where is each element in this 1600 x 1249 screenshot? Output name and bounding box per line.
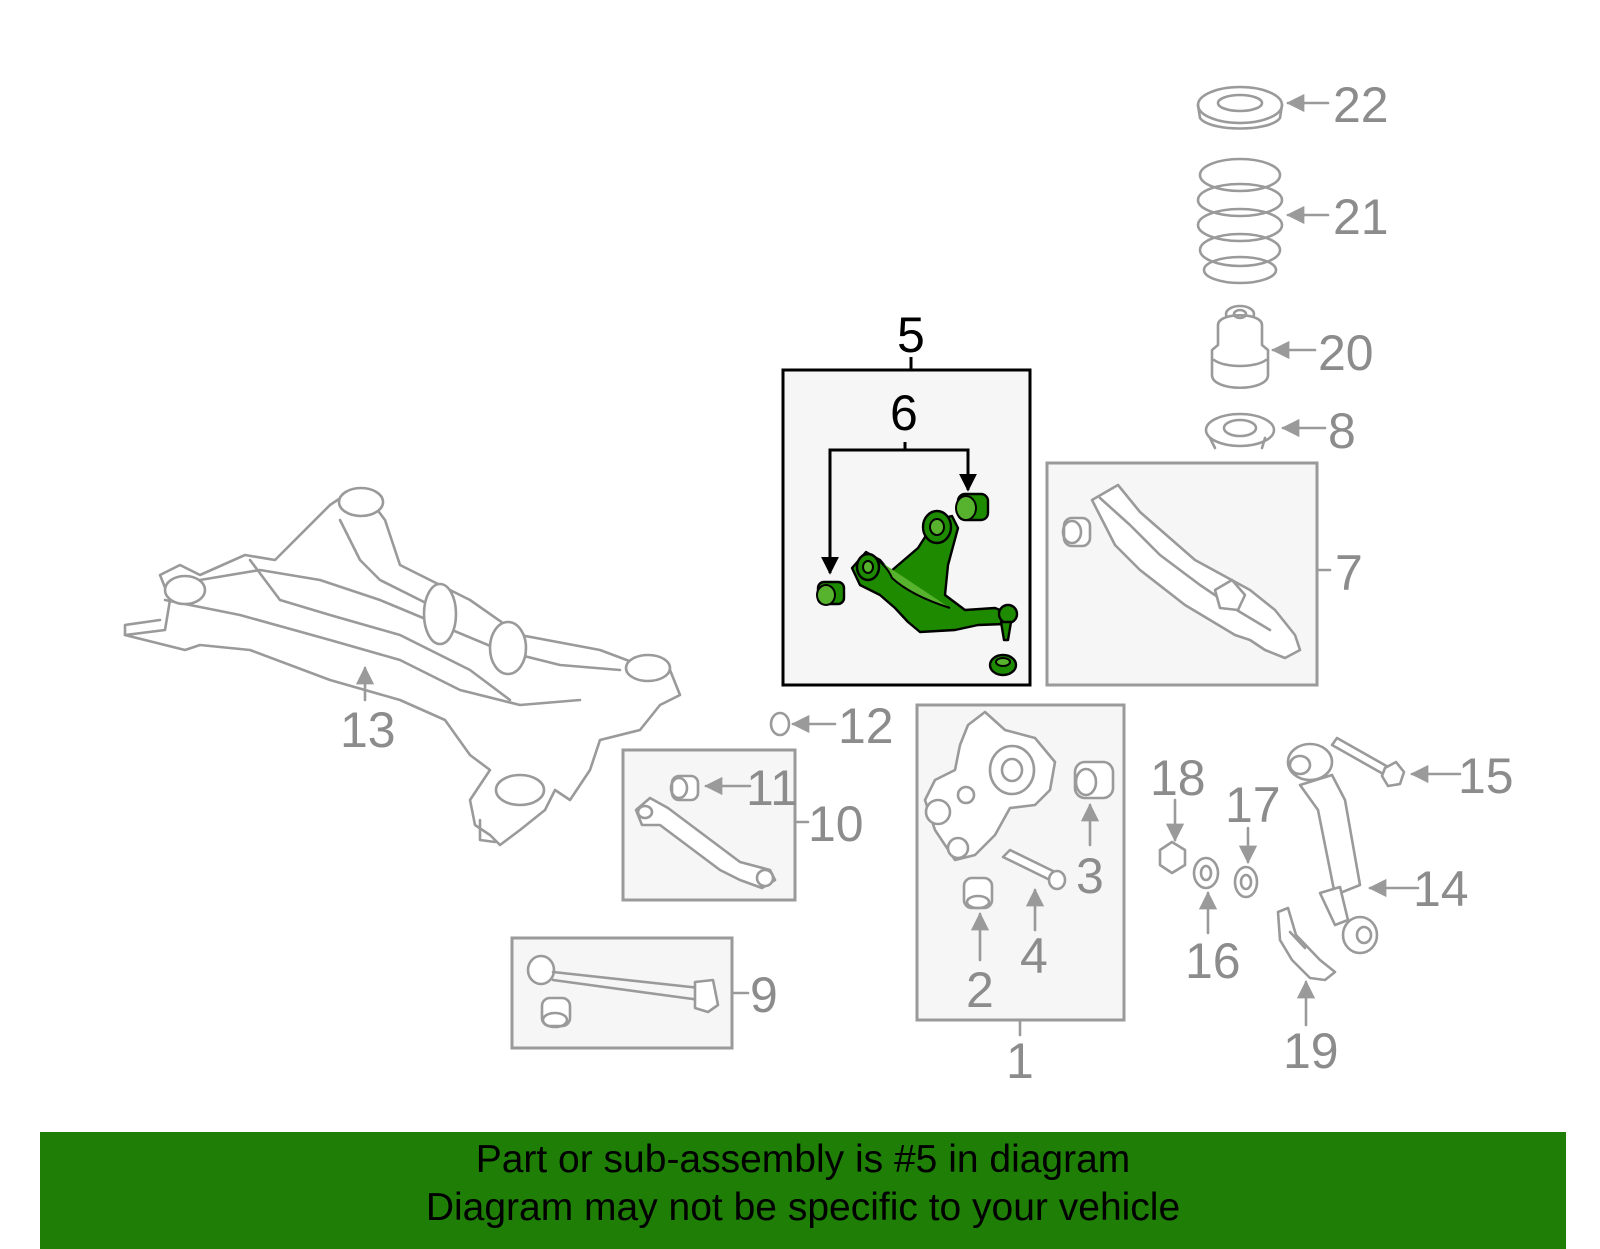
callout-18: 18: [1150, 750, 1206, 806]
bushing-6-right[interactable]: [955, 492, 990, 522]
shock-absorber-14[interactable]: 14: [1286, 742, 1469, 955]
callout-20: 20: [1318, 325, 1374, 381]
lower-arm-7[interactable]: 7: [1045, 461, 1363, 687]
banner-line-1: Part or sub-assembly is #5 in diagram: [475, 1138, 1131, 1181]
spring-seat-upper-22[interactable]: 22: [1196, 77, 1389, 133]
callout-5: 5: [897, 307, 925, 363]
subframe-13[interactable]: 13: [123, 486, 682, 847]
callout-19: 19: [1283, 1023, 1339, 1079]
callout-1: 1: [1006, 1033, 1034, 1089]
callout-11: 11: [746, 760, 798, 816]
callout-14: 14: [1413, 861, 1469, 917]
callout-2: 2: [966, 962, 994, 1018]
callout-6: 6: [890, 385, 918, 441]
bushing-6-left[interactable]: [816, 580, 846, 606]
control-arm-assembly-5[interactable]: 5 6: [781, 307, 1032, 687]
coil-spring-21[interactable]: 21: [1196, 157, 1389, 285]
toe-link-10[interactable]: 11 10: [621, 748, 864, 902]
callout-13: 13: [340, 702, 396, 758]
callout-3: 3: [1076, 848, 1104, 904]
bolt-4[interactable]: 4: [1001, 848, 1067, 984]
callout-8: 8: [1328, 403, 1356, 459]
lateral-link-9[interactable]: 9: [510, 936, 778, 1050]
callout-15: 15: [1458, 748, 1514, 804]
bushing-2[interactable]: 2: [962, 876, 994, 1018]
callout-10: 10: [808, 796, 864, 852]
bump-stop-20[interactable]: 20: [1210, 304, 1374, 390]
callout-17: 17: [1225, 777, 1281, 833]
callout-4: 4: [1020, 928, 1048, 984]
washer-16[interactable]: 16: [1185, 856, 1241, 989]
nut-18[interactable]: 18: [1150, 750, 1206, 875]
callout-16: 16: [1185, 933, 1241, 989]
washer-17[interactable]: 17: [1225, 777, 1281, 899]
callout-7: 7: [1335, 545, 1363, 601]
callout-12: 12: [838, 698, 894, 754]
callout-22: 22: [1333, 77, 1389, 133]
info-banner: Part or sub-assembly is #5 in diagram Di…: [40, 1132, 1566, 1249]
bushing-3[interactable]: 3: [1073, 760, 1115, 904]
nut-12[interactable]: 12: [769, 698, 894, 754]
callout-21: 21: [1333, 189, 1389, 245]
bolt-15[interactable]: 15: [1330, 736, 1514, 804]
box-5: [781, 368, 1032, 687]
callout-9: 9: [750, 967, 778, 1023]
spring-insulator-8[interactable]: 8: [1204, 403, 1356, 459]
bracket-19[interactable]: 19: [1276, 906, 1339, 1079]
banner-line-2: Diagram may not be specific to your vehi…: [425, 1186, 1181, 1229]
